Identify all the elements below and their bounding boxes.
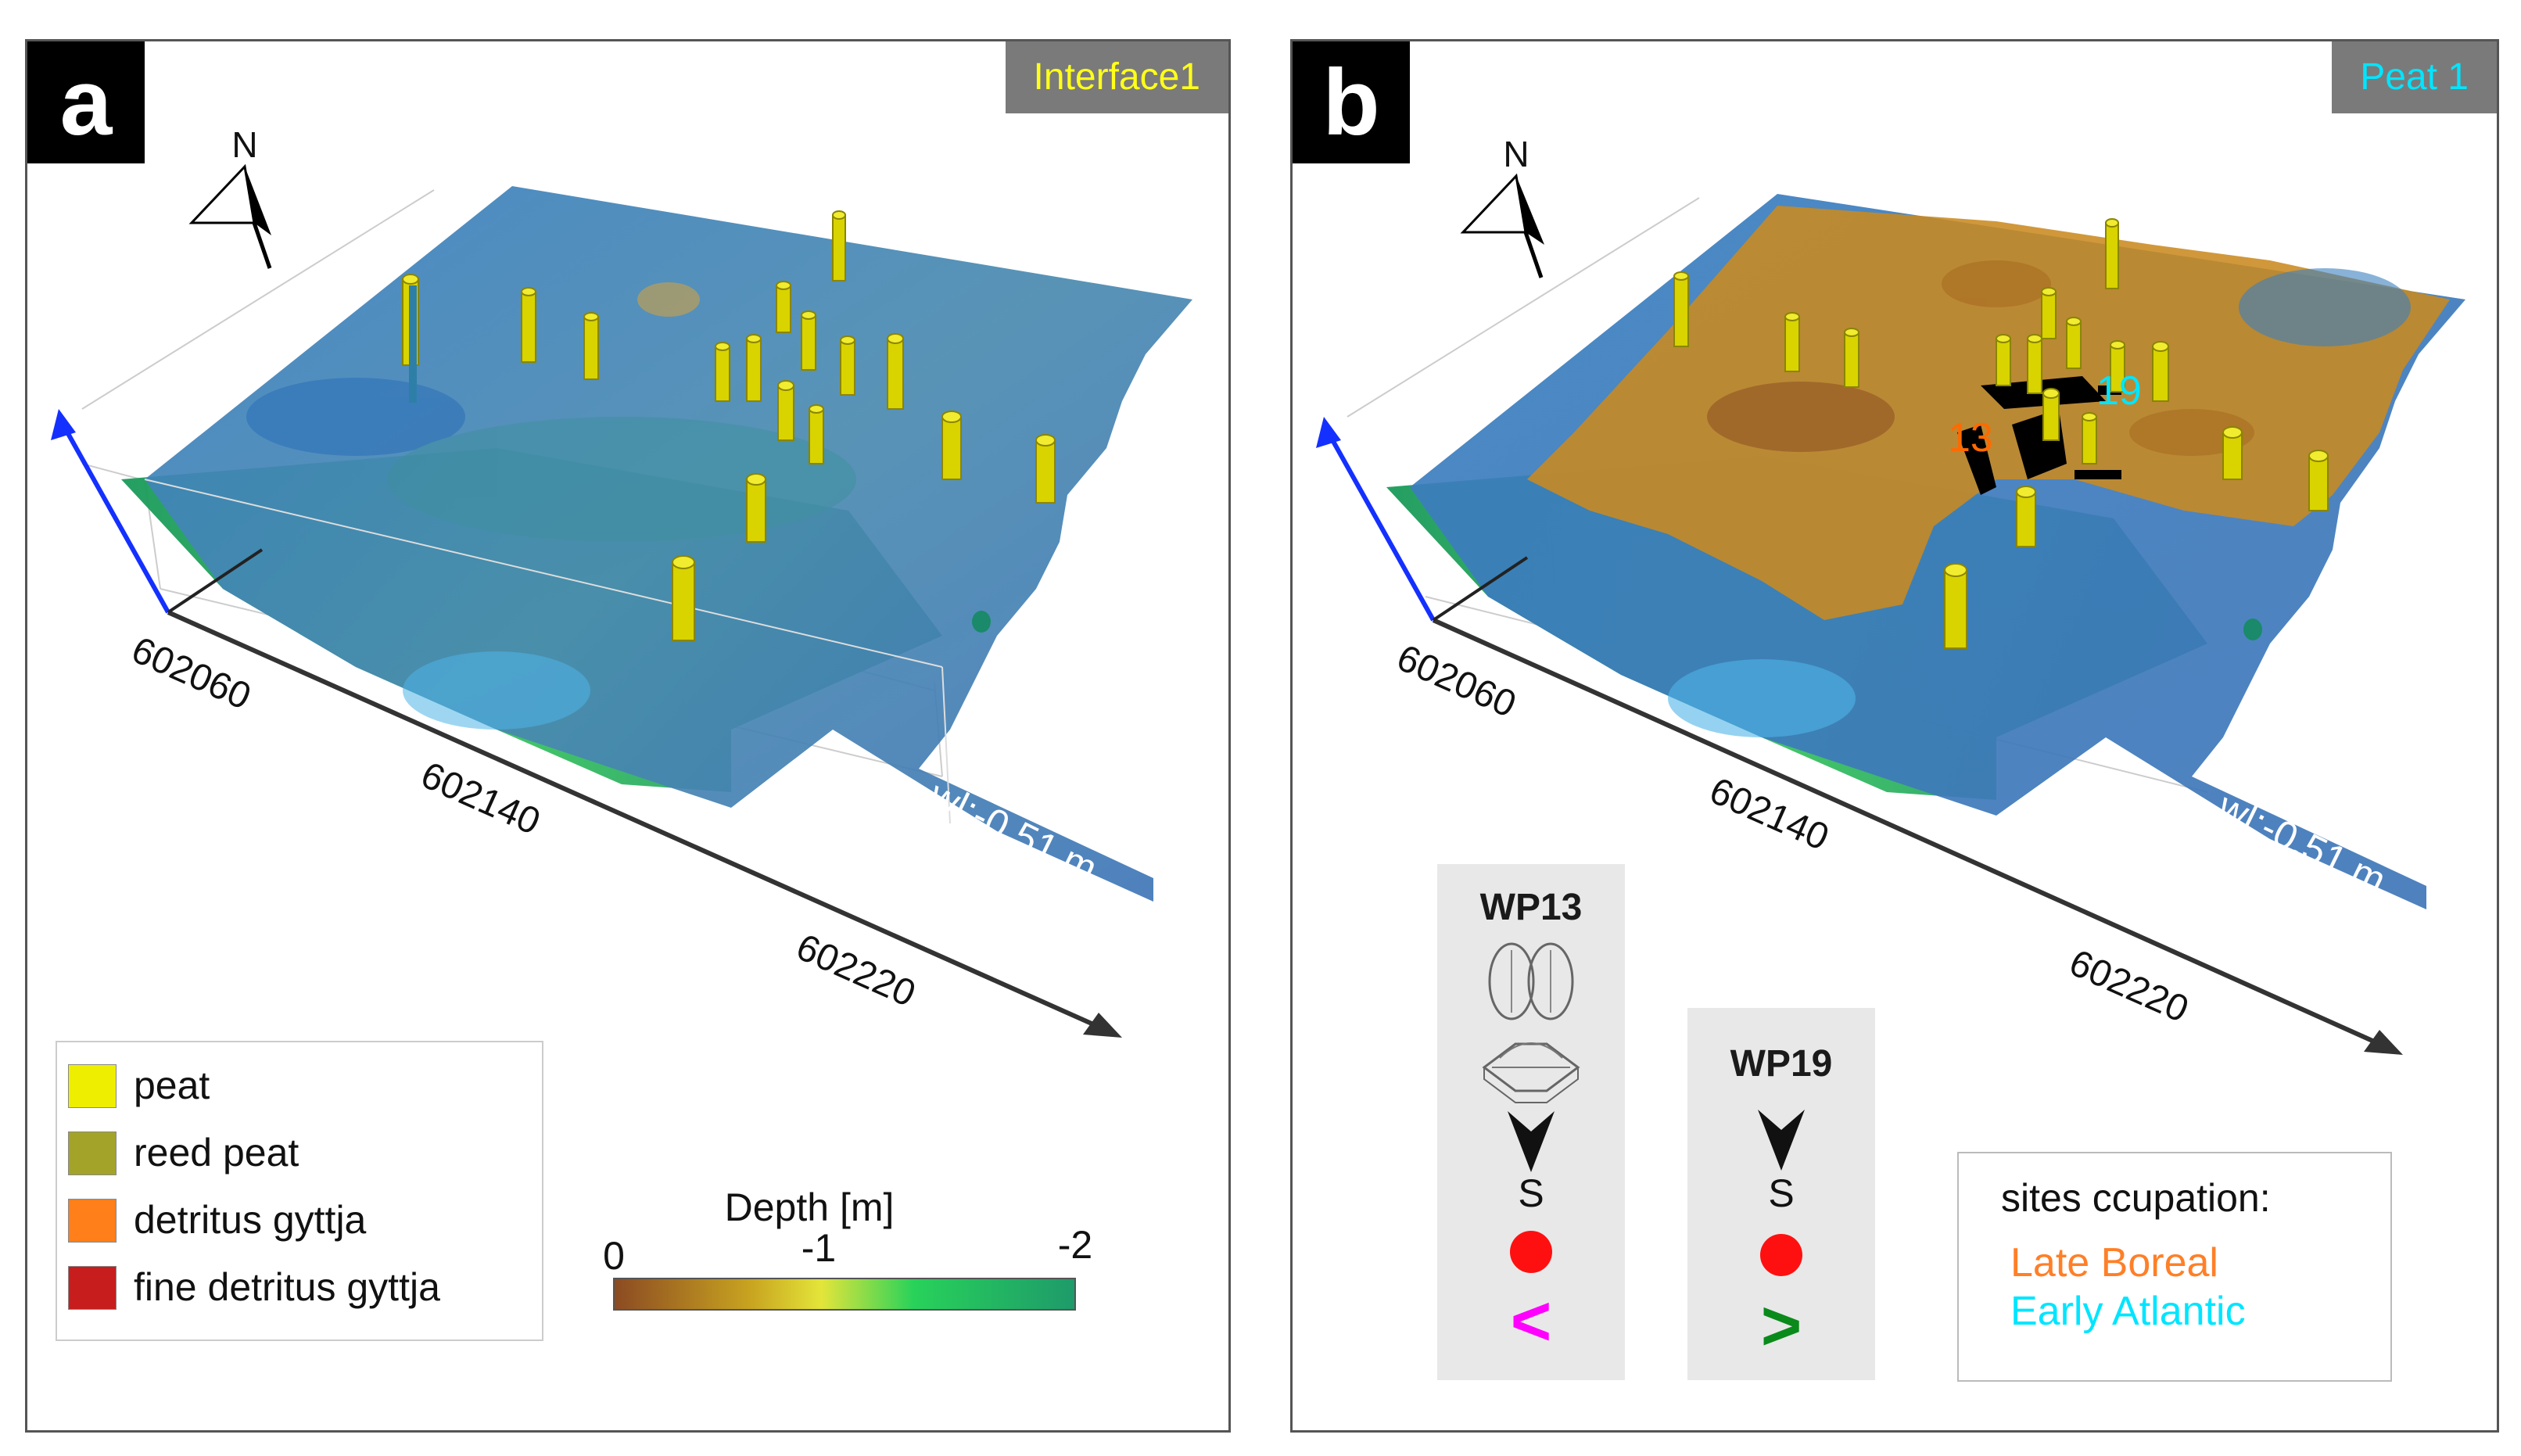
water-level-label: wl:-0.51 m bbox=[2211, 784, 2393, 902]
vertical-axis bbox=[1324, 425, 1433, 620]
legend-label: reed peat bbox=[134, 1128, 299, 1177]
north-arrow-icon bbox=[192, 167, 271, 268]
artifact-sketch-icon bbox=[1468, 934, 1594, 1106]
panel-b: b Peat 1 bbox=[1290, 39, 2499, 1433]
legend-swatch bbox=[68, 1064, 117, 1108]
x-axis-arrow-icon bbox=[1083, 1013, 1122, 1038]
vertical-axis-arrow-icon bbox=[51, 409, 76, 440]
core-legend: peat reed peat detritus gyttja fine detr… bbox=[56, 1041, 543, 1341]
wp13-box: WP13 S < bbox=[1437, 864, 1625, 1380]
legend-label: fine detritus gyttja bbox=[134, 1263, 440, 1311]
sites-item-late-boreal: Late Boreal bbox=[2010, 1239, 2218, 1286]
panel-a: a Interface1 bbox=[25, 39, 1231, 1433]
small-core-marker bbox=[972, 611, 991, 633]
wp19-s-label: S bbox=[1687, 1171, 1875, 1216]
vertical-axis bbox=[59, 417, 168, 612]
legend-swatch bbox=[68, 1266, 117, 1310]
axis-tick-602140: 602140 bbox=[1704, 770, 1835, 859]
sites-occupation-legend: sites ccupation: Late Boreal Early Atlan… bbox=[1957, 1152, 2392, 1382]
axis-tick-602140: 602140 bbox=[415, 755, 547, 844]
wp13-s-label: S bbox=[1437, 1171, 1625, 1216]
north-label: N bbox=[231, 124, 257, 165]
wp13-title: WP13 bbox=[1437, 886, 1625, 929]
small-core-marker bbox=[2243, 619, 2262, 640]
sites-occupation-title: sites ccupation: bbox=[2001, 1175, 2271, 1221]
depth-tick-minus1: -1 bbox=[801, 1226, 836, 1270]
site-label-13: 13 bbox=[1948, 415, 1993, 461]
panel-letter: a bbox=[27, 41, 145, 163]
legend-swatch bbox=[68, 1199, 117, 1243]
wp19-title: WP19 bbox=[1687, 1042, 1875, 1085]
depth-tick-0: 0 bbox=[603, 1234, 625, 1278]
vertical-axis-arrow-icon bbox=[1316, 417, 1341, 448]
x-axis-arrow-icon bbox=[2364, 1030, 2403, 1055]
site-label-19: 19 bbox=[2096, 368, 2142, 414]
wp19-box: WP19 S > bbox=[1687, 1008, 1875, 1380]
north-label: N bbox=[1503, 134, 1529, 174]
panel-tag-interface1: Interface1 bbox=[1006, 41, 1228, 113]
panel-tag-peat1: Peat 1 bbox=[2332, 41, 2497, 113]
arrow-down-icon bbox=[1758, 1110, 1805, 1172]
red-dot-icon bbox=[1509, 1230, 1553, 1274]
north-arrow-icon bbox=[1463, 176, 1544, 278]
arrow-down-icon bbox=[1508, 1111, 1555, 1174]
legend-label: peat bbox=[134, 1061, 210, 1110]
panel-letter: b bbox=[1293, 41, 1410, 163]
sites-item-early-atlantic: Early Atlantic bbox=[2010, 1288, 2246, 1335]
legend-label: detritus gyttja bbox=[134, 1196, 366, 1244]
red-dot-icon bbox=[1759, 1233, 1803, 1277]
water-level-label: wl:-0.51 m bbox=[922, 772, 1104, 891]
wp13-arrow-symbol: < bbox=[1437, 1286, 1625, 1357]
depth-color-bar bbox=[614, 1278, 1075, 1310]
depth-tick-minus2: -2 bbox=[1058, 1223, 1092, 1267]
depth-scale-title: Depth [m] bbox=[725, 1185, 895, 1229]
axis-tick-602220: 602220 bbox=[2064, 942, 2195, 1031]
wp19-arrow-symbol: > bbox=[1687, 1291, 1875, 1361]
legend-swatch bbox=[68, 1131, 117, 1175]
